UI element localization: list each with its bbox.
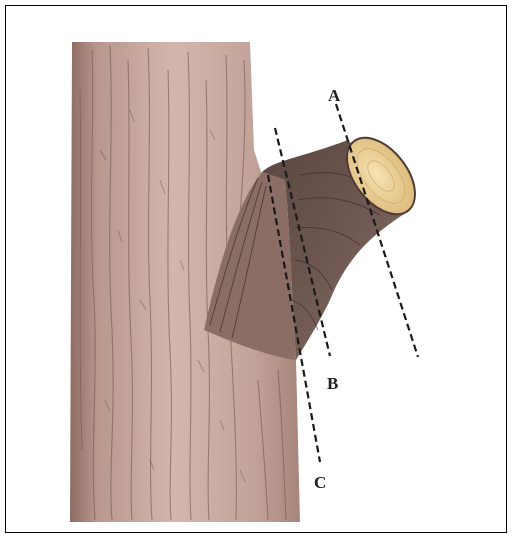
label-c: C xyxy=(314,473,326,492)
label-a: A xyxy=(328,86,341,105)
label-b: B xyxy=(327,374,338,393)
